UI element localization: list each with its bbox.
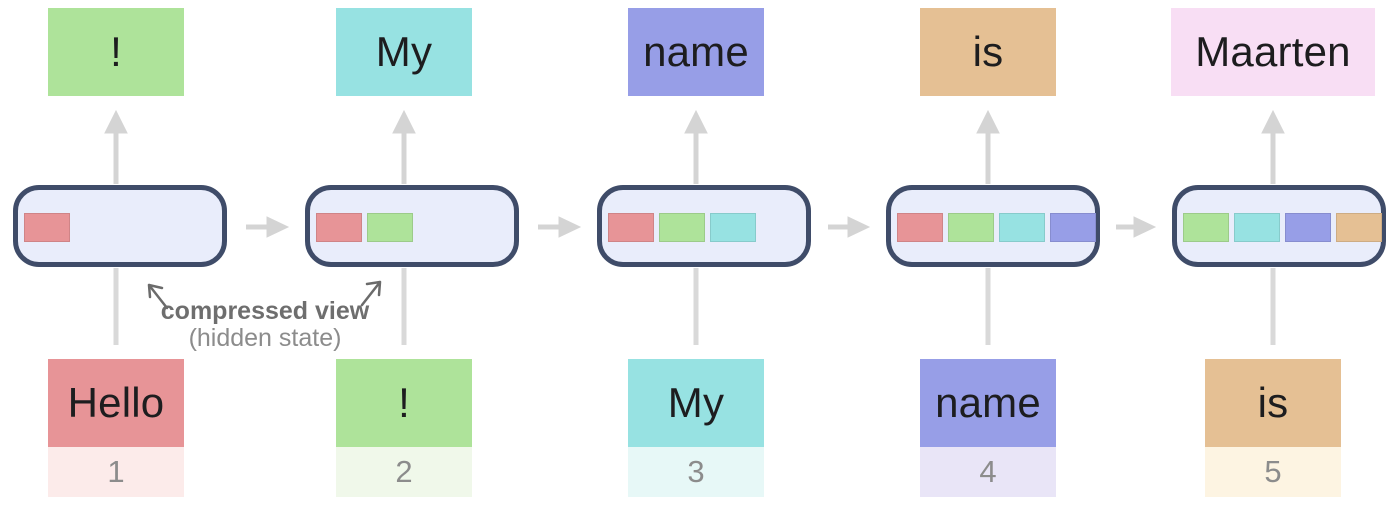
annotation-sublabel: (hidden state): [188, 324, 342, 352]
memory-cell-cyan: [999, 213, 1045, 242]
output-token: Maarten: [1171, 8, 1375, 96]
memory-cell-cyan: [710, 213, 756, 242]
hidden-state-box: [886, 185, 1100, 267]
output-token: !: [48, 8, 184, 96]
memory-cell-red: [897, 213, 943, 242]
input-token: Hello: [48, 359, 184, 447]
token-position-badge: 5: [1205, 447, 1341, 497]
memory-cell-green: [948, 213, 994, 242]
input-token: is: [1205, 359, 1341, 447]
output-token: is: [920, 8, 1056, 96]
hidden-state-box: [305, 185, 519, 267]
output-token: My: [336, 8, 472, 96]
memory-cell-purple: [1050, 213, 1096, 242]
annotation-label: compressed view: [160, 297, 370, 325]
input-token: name: [920, 359, 1056, 447]
memory-cell-cyan: [1234, 213, 1280, 242]
memory-cell-red: [316, 213, 362, 242]
output-token: name: [628, 8, 764, 96]
memory-cell-green: [1183, 213, 1229, 242]
memory-cell-green: [659, 213, 705, 242]
token-position-badge: 3: [628, 447, 764, 497]
memory-cell-red: [24, 213, 70, 242]
memory-cell-purple: [1285, 213, 1331, 242]
hidden-state-box: [13, 185, 227, 267]
memory-cell-green: [367, 213, 413, 242]
input-token: My: [628, 359, 764, 447]
token-position-badge: 2: [336, 447, 472, 497]
hidden-state-box: [1172, 185, 1386, 267]
token-position-badge: 4: [920, 447, 1056, 497]
memory-cell-tan: [1336, 213, 1382, 242]
hidden-state-box: [597, 185, 811, 267]
input-token: !: [336, 359, 472, 447]
memory-cell-red: [608, 213, 654, 242]
token-position-badge: 1: [48, 447, 184, 497]
output-arrow: [104, 109, 1285, 184]
hidden-state-annotation: compressed view (hidden state): [120, 298, 410, 352]
